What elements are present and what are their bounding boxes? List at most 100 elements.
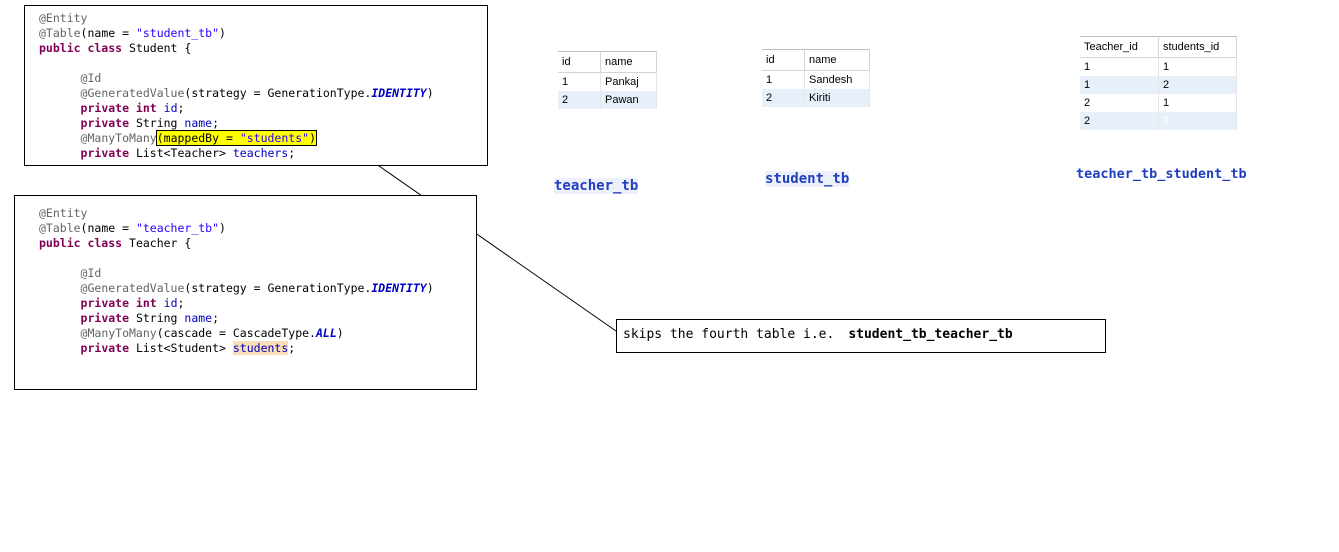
table-cell[interactable]: 2 (1080, 94, 1159, 112)
table-cell[interactable]: 2 (1080, 112, 1159, 130)
column-header[interactable]: name (600, 51, 657, 73)
note-text: skips the fourth table i.e. (623, 327, 835, 342)
table-cell[interactable]: 1 (1080, 76, 1159, 94)
private-keyword: private (80, 116, 130, 130)
column-header[interactable]: id (762, 49, 805, 71)
teacher-code-box: @Entity @Table(name = "teacher_tb") publ… (14, 195, 477, 390)
class-keyword: public class (39, 236, 123, 250)
code-text: ; (288, 146, 296, 160)
id-field: id (156, 101, 178, 115)
table-cell[interactable]: Pankaj (600, 72, 657, 91)
code-text: ) (219, 26, 226, 40)
teacher-code: @Entity @Table(name = "teacher_tb") publ… (39, 206, 434, 356)
identity-constant: IDENTITY (371, 86, 427, 100)
mapped-by-string: "students" (239, 131, 310, 145)
code-text: (mappedBy = (156, 131, 240, 145)
code-text: ; (177, 101, 185, 115)
private-keyword: private (80, 341, 130, 355)
name-field: name (184, 116, 213, 130)
student-code: @Entity @Table(name = "student_tb") publ… (39, 11, 434, 161)
code-text: (name = (80, 221, 136, 235)
table-annotation: @Table (39, 26, 81, 40)
join-table: Teacher_id students_id 1 1 1 2 2 1 2 2 (1080, 36, 1237, 130)
student-code-box: @Entity @Table(name = "student_tb") publ… (24, 5, 488, 166)
column-header[interactable]: id (558, 51, 601, 73)
private-int-keyword: private int (80, 101, 157, 115)
teacher-table-caption: teacher_tb (554, 178, 639, 194)
generated-value-annotation: @GeneratedValue (80, 281, 185, 295)
note-bold-table-name: student_tb_teacher_tb (848, 327, 1013, 342)
table-name-string: "teacher_tb" (135, 221, 220, 235)
table-cell[interactable]: 1 (558, 72, 601, 91)
code-text: ) (336, 326, 344, 340)
table-cell[interactable]: Pawan (600, 91, 657, 109)
column-header[interactable]: name (804, 49, 870, 71)
code-text: String (129, 311, 185, 325)
code-text: (strategy = GenerationType. (184, 86, 372, 100)
table-cell[interactable]: 2 (558, 91, 601, 109)
table-cell[interactable]: 1 (1158, 94, 1237, 112)
table-cell[interactable]: 1 (762, 70, 805, 89)
students-field: students (232, 341, 289, 355)
table-row[interactable]: 1 2 (1080, 76, 1237, 94)
generated-value-annotation: @GeneratedValue (80, 86, 185, 100)
column-header[interactable]: students_id (1158, 36, 1237, 58)
column-header[interactable]: Teacher_id (1080, 36, 1159, 58)
table-header-row: id name (762, 49, 870, 71)
mapped-by-highlight: (mappedBy = "students") (155, 130, 318, 146)
many-to-many-annotation: @ManyToMany (80, 131, 157, 145)
table-cell[interactable]: 2 (762, 89, 805, 107)
code-text: (name = (80, 26, 136, 40)
cascade-all-constant: ALL (315, 326, 337, 340)
selected-table-cell[interactable]: 2 (1158, 112, 1237, 130)
table-cell[interactable]: Sandesh (804, 70, 870, 89)
table-row[interactable]: 2 2 (1080, 112, 1237, 130)
table-cell[interactable]: Kiriti (804, 89, 870, 107)
id-field: id (156, 296, 178, 310)
code-text: ; (177, 296, 185, 310)
code-text: ) (426, 281, 434, 295)
many-to-many-annotation: @ManyToMany (80, 326, 157, 340)
code-text: ) (309, 131, 316, 145)
private-keyword: private (80, 146, 130, 160)
table-row[interactable]: 1 1 (1080, 57, 1237, 76)
teacher-table: id name 1 Pankaj 2 Pawan (558, 51, 657, 109)
note-box: skips the fourth table i.e. student_tb_te… (616, 319, 1106, 353)
code-text: ) (219, 221, 226, 235)
table-name-string: "student_tb" (135, 26, 220, 40)
entity-annotation: @Entity (39, 11, 88, 25)
code-text: (cascade = CascadeType. (156, 326, 316, 340)
student-table-caption: student_tb (765, 171, 850, 187)
id-annotation: @Id (80, 266, 102, 280)
join-table-caption: teacher_tb_student_tb (1076, 166, 1247, 182)
table-row[interactable]: 1 Sandesh (762, 70, 870, 89)
code-text: (strategy = GenerationType. (184, 281, 372, 295)
class-name: Teacher { (122, 236, 192, 250)
table-cell[interactable]: 1 (1080, 57, 1159, 76)
table-header-row: id name (558, 51, 657, 73)
student-table: id name 1 Sandesh 2 Kiriti (762, 49, 870, 107)
code-text: List<Teacher> (129, 146, 233, 160)
table-row[interactable]: 2 Pawan (558, 91, 657, 109)
id-annotation: @Id (80, 71, 102, 85)
private-keyword: private (80, 311, 130, 325)
entity-annotation: @Entity (39, 206, 88, 220)
name-field: name (184, 311, 213, 325)
table-row[interactable]: 2 Kiriti (762, 89, 870, 107)
table-row[interactable]: 1 Pankaj (558, 72, 657, 91)
code-text: List<Student> (129, 341, 233, 355)
class-keyword: public class (39, 41, 123, 55)
teachers-field: teachers (232, 146, 289, 160)
table-cell[interactable]: 2 (1158, 76, 1237, 94)
code-text: ; (288, 341, 296, 355)
code-text: ; (212, 116, 220, 130)
table-row[interactable]: 2 1 (1080, 94, 1237, 112)
code-text: String (129, 116, 185, 130)
class-name: Student { (122, 41, 192, 55)
private-int-keyword: private int (80, 296, 157, 310)
code-text: ) (426, 86, 434, 100)
table-annotation: @Table (39, 221, 81, 235)
table-cell[interactable]: 1 (1158, 57, 1237, 76)
arrow-line (345, 142, 617, 332)
